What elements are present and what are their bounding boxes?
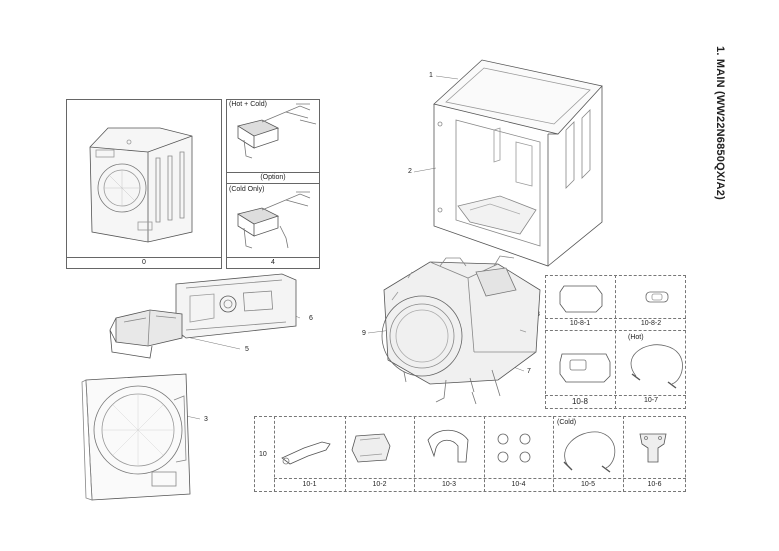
detergent-drawer-illustration bbox=[109, 309, 183, 359]
grid-caption-row-2 bbox=[545, 395, 686, 396]
valve-cold-only-label: (Cold Only) bbox=[229, 186, 265, 193]
accessory-row bbox=[254, 416, 686, 492]
part-0-caption-row bbox=[66, 257, 222, 269]
label-10-8-2: 10-8-2 bbox=[640, 320, 662, 327]
grid-vdivider bbox=[615, 275, 616, 409]
part-4-label: 4 bbox=[271, 259, 275, 266]
part-0-label: 0 bbox=[142, 259, 146, 266]
cap-10-4-d bbox=[519, 451, 531, 463]
cap-10-4-c bbox=[497, 451, 509, 463]
cap-10-4-a bbox=[497, 433, 509, 445]
bracket-10-6 bbox=[639, 433, 667, 463]
accessory-div-3 bbox=[484, 416, 485, 492]
label-hot: (Hot) bbox=[628, 334, 644, 341]
part-10-label: 10 bbox=[259, 451, 267, 458]
callout-3: 3 bbox=[204, 416, 208, 423]
right-grid-illustrations bbox=[559, 285, 683, 389]
callout-2: 2 bbox=[408, 168, 412, 175]
label-10-8: 10-8 bbox=[571, 397, 588, 406]
control-panel-illustration bbox=[175, 273, 297, 339]
callout-7: 7 bbox=[527, 368, 531, 375]
valve-caption-row bbox=[226, 257, 320, 269]
hose-guide-10-3 bbox=[427, 429, 469, 463]
drain-filter-cover-10-8-1 bbox=[559, 285, 603, 313]
accessory-caption-row bbox=[274, 478, 686, 479]
label-10-3: 10-3 bbox=[441, 481, 456, 488]
grid-hdivider bbox=[545, 330, 686, 331]
grid-caption-row-1 bbox=[545, 318, 686, 319]
callout-5: 5 bbox=[245, 346, 249, 353]
front-panel-illustration bbox=[81, 373, 191, 501]
water-valve-illustrations bbox=[236, 103, 317, 249]
valve-option-label: (Option) bbox=[260, 174, 286, 181]
cabinet-illustration bbox=[433, 59, 603, 267]
accessory-div-1 bbox=[345, 416, 346, 492]
accessory-div-2 bbox=[414, 416, 415, 492]
bottom-row-illustrations bbox=[281, 429, 667, 473]
cap-10-8-2 bbox=[645, 291, 669, 303]
label-10-1: 10-1 bbox=[302, 481, 317, 488]
label-10-7: 10-7 bbox=[643, 397, 658, 404]
label-10-4: 10-4 bbox=[511, 481, 526, 488]
spanner-10-1 bbox=[281, 441, 331, 465]
washer-front-illustration bbox=[89, 127, 193, 243]
callout-6: 6 bbox=[309, 315, 313, 322]
label-10-2: 10-2 bbox=[372, 481, 387, 488]
hot-hose-10-7 bbox=[630, 344, 683, 385]
valve-hot-cold-label: (Hot + Cold) bbox=[229, 101, 267, 108]
callout-1: 1 bbox=[429, 72, 433, 79]
label-10-5: 10-5 bbox=[580, 481, 595, 488]
accessory-div-5 bbox=[623, 416, 624, 492]
cap-10-4-b bbox=[519, 433, 531, 445]
filter-assembly-10-8 bbox=[559, 353, 611, 383]
label-10-8-1: 10-8-1 bbox=[569, 320, 591, 327]
accessory-div-4 bbox=[553, 416, 554, 492]
connector-10-2 bbox=[351, 433, 391, 463]
label-cold: (Cold) bbox=[557, 419, 577, 426]
label-10-6: 10-6 bbox=[647, 481, 662, 488]
cold-hose-10-5 bbox=[564, 431, 616, 469]
callout-9: 9 bbox=[362, 330, 366, 337]
tub-assembly-illustration bbox=[381, 255, 541, 405]
accessory-div-0 bbox=[274, 416, 275, 492]
valve-option-divider bbox=[226, 172, 320, 184]
